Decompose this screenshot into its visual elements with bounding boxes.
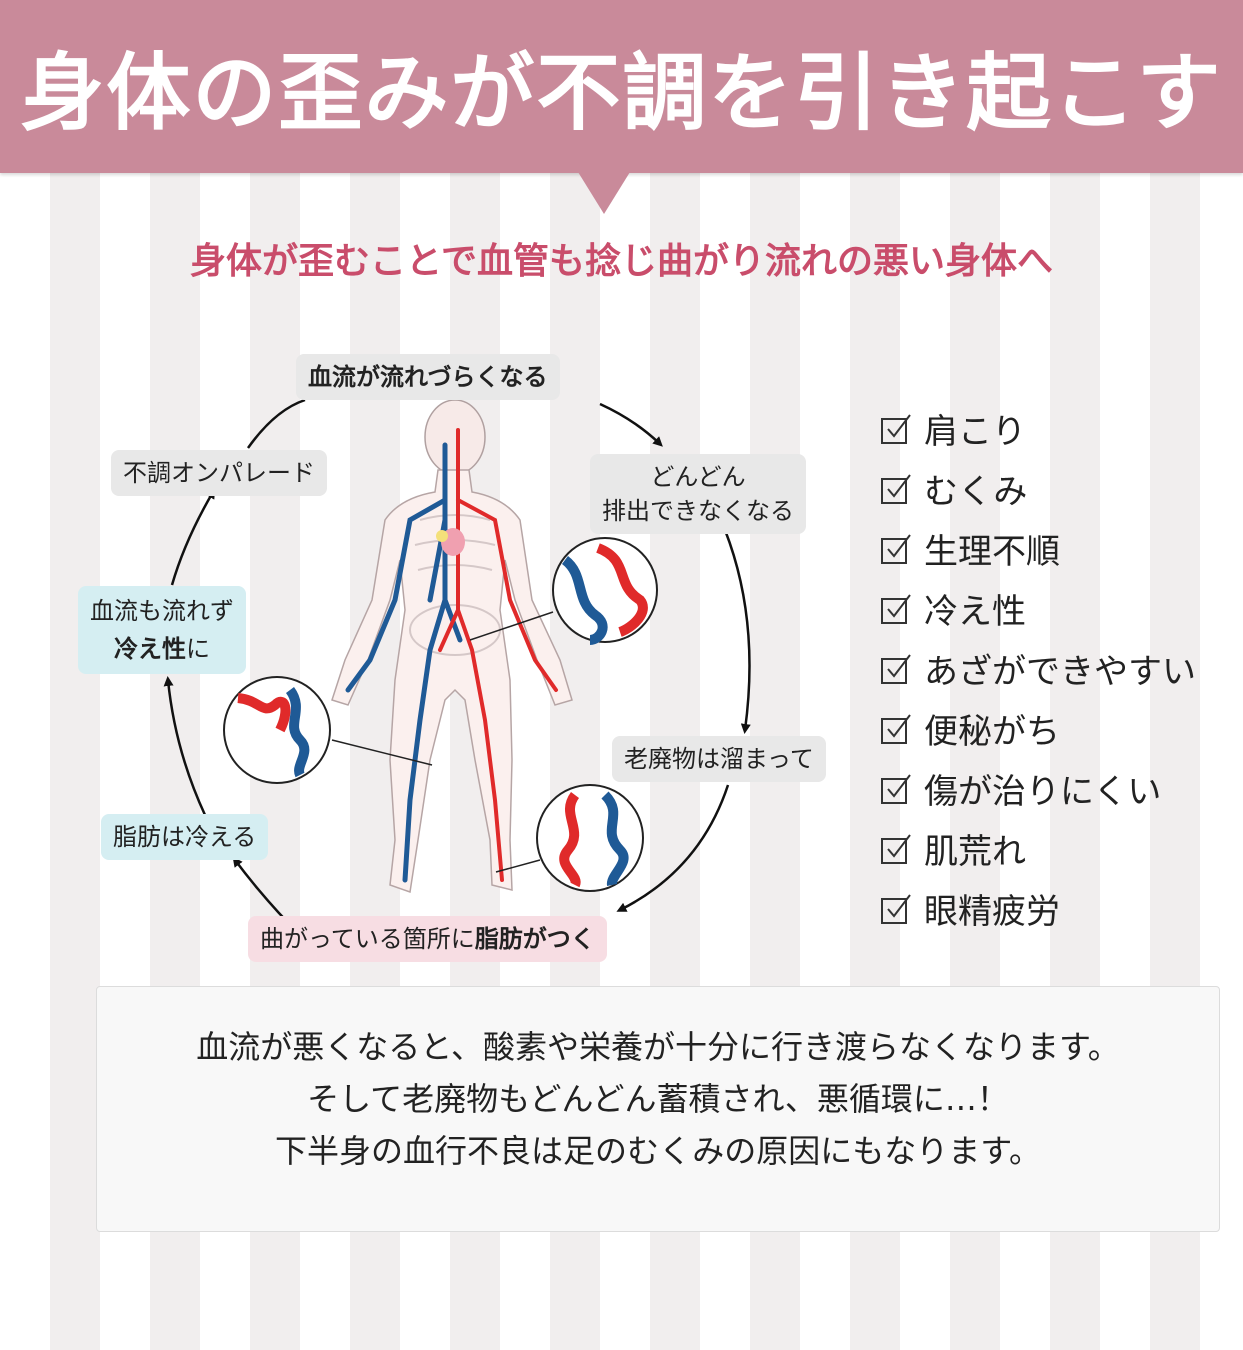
vessel-zoom-left: [223, 676, 433, 784]
step-fat-attaches-bold: 脂肪がつく: [474, 925, 595, 953]
info-line-3: 下半身の血行不良は足のむくみの原因にもなります。: [274, 1132, 1042, 1170]
symptom-label: あざができやすい: [924, 651, 1196, 692]
step-ailments-parade: 不調オンパレード: [111, 450, 327, 496]
info-line-2: そして老廃物もどんどん蓄積され、悪循環に…！: [307, 1080, 1009, 1118]
step-cold-sensitivity-bold: 冷え性: [114, 635, 186, 663]
arrow-right-lower: [616, 784, 730, 912]
circulation-illustration: [163, 398, 751, 936]
symptom-item: 生理不順: [880, 518, 1196, 578]
arrow-top-left: [246, 398, 306, 449]
step-ailments-parade-text: 不調オンパレード: [123, 459, 315, 487]
checkbox-checked-icon: [881, 774, 911, 804]
arrow-top-right: [599, 402, 663, 447]
symptom-label: 肌荒れ: [924, 831, 1026, 872]
symptom-label: 冷え性: [924, 591, 1026, 632]
step-fat-cools-text: 脂肪は冷える: [113, 823, 257, 851]
arrow-right-upper: [723, 529, 751, 734]
step-cold-sensitivity: 血流も流れず 冷え性に: [78, 586, 246, 674]
step-cold-sensitivity-suffix: に: [186, 635, 210, 663]
step-cannot-excrete-line2: 排出できなくなる: [602, 497, 794, 525]
symptom-item: あざができやすい: [880, 638, 1196, 698]
symptom-checklist: 肩こり むくみ 生理不順 冷え性 あざができやすい 便秘がち 傷が治りにくい 肌…: [880, 398, 1196, 938]
info-box: 血流が悪くなると、酸素や栄養が十分に行き渡らなくなります。 そして老廃物もどんど…: [96, 986, 1220, 1232]
vessel-zoom-upper-right: [469, 537, 658, 645]
symptom-label: むくみ: [924, 471, 1028, 512]
symptom-label: 肩こり: [924, 411, 1026, 452]
checkbox-checked-icon: [881, 654, 911, 684]
body-figure: [331, 399, 573, 894]
symptom-item: 肌荒れ: [880, 818, 1196, 878]
info-line-1: 血流が悪くなると、酸素や栄養が十分に行き渡らなくなります。: [196, 1028, 1120, 1066]
symptom-item: むくみ: [880, 458, 1196, 518]
checkbox-checked-icon: [881, 414, 911, 444]
step-waste-accumulates: 老廃物は溜まって: [612, 736, 826, 782]
checkbox-checked-icon: [881, 894, 911, 924]
symptom-item: 便秘がち: [880, 698, 1196, 758]
step-cannot-excrete: どんどん 排出できなくなる: [590, 454, 806, 534]
vessel-zoom-lower-right: [495, 784, 644, 892]
checkbox-checked-icon: [881, 714, 911, 744]
symptom-item: 冷え性: [880, 578, 1196, 638]
checkbox-checked-icon: [881, 834, 911, 864]
checkbox-checked-icon: [881, 534, 911, 564]
subtitle: 身体が歪むことで血管も捻じ曲がり流れの悪い身体へ: [190, 241, 1053, 282]
step-fat-cools: 脂肪は冷える: [101, 814, 269, 860]
symptom-item: 眼精疲労: [880, 878, 1196, 938]
step-blood-flow-slows: 血流が流れづらくなる: [296, 354, 560, 400]
page-title: 身体の歪みが不調を引き起こす: [20, 44, 1223, 142]
symptom-item: 肩こり: [880, 398, 1196, 458]
step-cold-sensitivity-line1: 血流も流れず: [90, 597, 234, 625]
checkbox-checked-icon: [881, 474, 911, 504]
step-cannot-excrete-line1: どんどん: [650, 463, 746, 491]
symptom-label: 傷が治りにくい: [924, 771, 1162, 812]
step-fat-attaches: 曲がっている箇所に脂肪がつく: [248, 916, 607, 962]
symptom-label: 生理不順: [924, 531, 1060, 572]
arrow-left-lower: [163, 676, 207, 816]
checkbox-checked-icon: [881, 594, 911, 624]
symptom-label: 眼精疲労: [924, 891, 1060, 932]
step-fat-attaches-prefix: 曲がっている箇所に: [260, 925, 475, 953]
arrow-left-upper: [170, 488, 216, 586]
symptom-label: 便秘がち: [924, 711, 1060, 752]
header-pointer: [578, 172, 630, 214]
header-banner: 身体の歪みが不調を引き起こす: [0, 0, 1243, 173]
symptom-item: 傷が治りにくい: [880, 758, 1196, 818]
step-blood-flow-slows-text: 血流が流れづらくなる: [308, 363, 548, 391]
step-waste-accumulates-text: 老廃物は溜まって: [624, 745, 814, 773]
